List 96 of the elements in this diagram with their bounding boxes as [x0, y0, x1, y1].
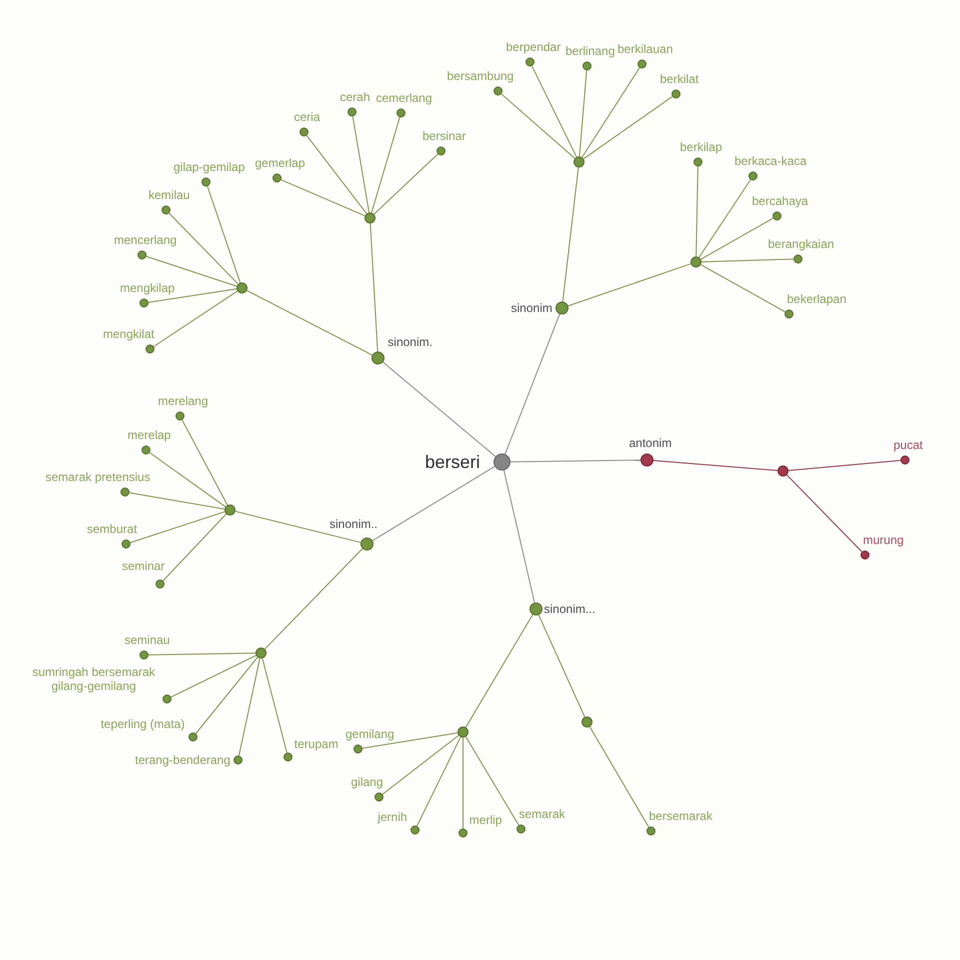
connector-line — [128, 492, 226, 510]
word-label: berangkaian — [768, 237, 834, 251]
word-label: mencerlang — [114, 233, 177, 247]
connector-line — [246, 290, 373, 356]
connector-line — [146, 256, 238, 287]
headword-label: berseri — [425, 452, 480, 472]
connector-line — [374, 154, 438, 215]
category-label: sinonim — [511, 301, 552, 315]
word-label: cerah — [340, 90, 370, 104]
word-label: bercahaya — [752, 194, 808, 208]
word-label: mengkilap — [120, 281, 175, 295]
connector-line — [195, 656, 258, 734]
word-label: berkilap — [680, 140, 722, 154]
connector-line — [652, 460, 778, 472]
connector-line — [786, 474, 862, 552]
connector-line — [696, 166, 698, 257]
category-label: sinonim. — [388, 334, 432, 349]
connector-line — [153, 290, 238, 348]
connector-line — [234, 510, 362, 543]
word-label: seminar — [122, 559, 165, 573]
connector-line — [238, 658, 260, 756]
word-label: berkaca-kaca — [734, 154, 807, 168]
word-label: berlinang — [566, 44, 615, 58]
word-label: seminau — [124, 633, 170, 647]
connector-line — [504, 314, 560, 455]
connector-line — [788, 460, 902, 471]
word-label: ceria — [294, 110, 320, 124]
connector-line — [382, 362, 496, 458]
connector-line — [262, 658, 288, 754]
word-label: pucat — [894, 438, 923, 452]
connector-line — [280, 179, 366, 216]
connector-line — [371, 116, 400, 214]
word-label: gemerlap — [255, 156, 306, 170]
word-label: merlip — [469, 813, 502, 828]
word-label: teperling (mata) — [100, 717, 185, 732]
word-label: gilap-gemilap — [174, 160, 245, 174]
connector-line — [130, 511, 226, 544]
word-label: bersemarak — [649, 809, 712, 823]
connector-line — [701, 258, 794, 262]
connector-line — [306, 135, 368, 214]
connector-line — [416, 736, 462, 826]
word-label: bekerlapan — [787, 292, 846, 306]
connector-line — [206, 186, 241, 284]
word-label: terupam — [294, 737, 338, 752]
word-label: semburat — [87, 522, 138, 536]
connector-line — [370, 223, 378, 352]
connector-line — [362, 732, 458, 749]
word-label: semarak — [519, 807, 566, 821]
word-label: kemilau — [148, 188, 190, 202]
connector-line — [700, 218, 774, 260]
connector-line — [465, 736, 520, 826]
word-label: berkilauan — [618, 42, 673, 56]
word-label: sumringah bersemarak gilang-gemilang — [31, 665, 156, 694]
connector-line — [700, 264, 786, 312]
connector-line — [568, 263, 692, 306]
word-label: mengkilat — [103, 327, 154, 341]
connector-line — [170, 654, 257, 698]
connector-line — [352, 116, 370, 214]
connector-line — [531, 66, 578, 158]
connector-line — [583, 96, 673, 160]
connector-line — [562, 166, 579, 302]
connector-line — [182, 419, 228, 506]
connector-line — [538, 614, 586, 718]
connector-line — [510, 460, 641, 462]
connector-line — [168, 212, 239, 285]
connector-line — [264, 548, 363, 650]
connector-line — [148, 652, 256, 656]
word-label: bersambung — [447, 69, 514, 83]
category-label: antonim — [629, 436, 672, 450]
word-label: cemerlang — [376, 91, 432, 105]
word-label: bersinar — [422, 129, 466, 143]
word-label: murung — [863, 533, 904, 547]
connector-line — [503, 470, 536, 604]
word-label: jernih — [378, 810, 408, 824]
connector-line — [148, 288, 238, 303]
category-label: sinonim... — [544, 602, 596, 616]
word-label: semarak pretensius — [46, 470, 150, 484]
connector-line — [500, 93, 576, 159]
category-label: sinonim.. — [330, 517, 378, 531]
word-label: merelang — [158, 394, 208, 408]
connector-line — [462, 737, 464, 829]
connector-line — [149, 452, 226, 508]
connector-line — [578, 70, 588, 158]
connector-line — [698, 179, 752, 258]
connector-line — [382, 734, 460, 795]
connector-line — [162, 514, 227, 582]
connector-line — [372, 466, 496, 542]
word-label: gilang — [351, 775, 384, 789]
word-label: merelap — [128, 428, 171, 442]
connector-line — [465, 614, 534, 728]
word-label: terang-benderang — [135, 753, 230, 767]
word-label: berkilat — [660, 72, 699, 86]
word-label: berpendar — [506, 40, 561, 54]
connector-line — [581, 67, 640, 158]
connector-line — [589, 726, 650, 828]
word-label: gemilang — [346, 727, 394, 741]
